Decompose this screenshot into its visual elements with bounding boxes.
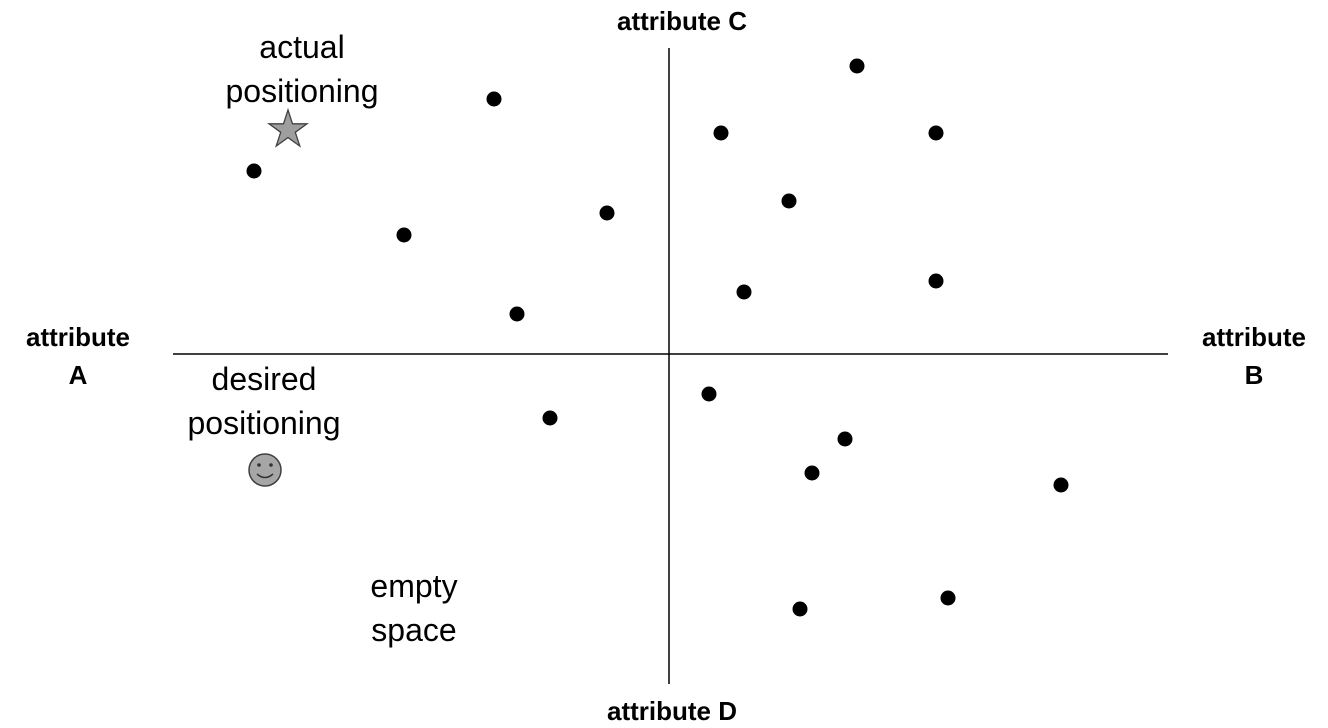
- actual-positioning-label-2: positioning: [226, 73, 379, 109]
- competitor-dot: [1053, 477, 1069, 493]
- competitor-dot: [246, 163, 262, 179]
- competitor-dot: [940, 590, 956, 606]
- axis-label-left-letter: A: [69, 360, 88, 390]
- desired-positioning-label-2: positioning: [188, 405, 341, 441]
- axis-label-left: attribute: [26, 322, 130, 352]
- axis-label-top: attribute C: [617, 6, 747, 36]
- competitor-dot: [701, 386, 717, 402]
- competitor-dot: [849, 58, 865, 74]
- competitor-dot: [509, 306, 525, 322]
- competitor-dot: [542, 410, 558, 426]
- competitor-dot: [736, 284, 752, 300]
- competitor-dot: [804, 465, 820, 481]
- competitor-dots: [246, 58, 1069, 617]
- competitor-dot: [713, 125, 729, 141]
- smiley-face-icon: [248, 453, 282, 487]
- competitor-dot: [928, 273, 944, 289]
- competitor-dot: [781, 193, 797, 209]
- competitor-dot: [396, 227, 412, 243]
- axis-label-bottom: attribute D: [607, 696, 737, 726]
- empty-space-label-2: space: [371, 612, 456, 648]
- competitor-dot: [599, 205, 615, 221]
- competitor-dot: [486, 91, 502, 107]
- axis-label-right-letter: B: [1245, 360, 1264, 390]
- desired-positioning-label: desired: [212, 361, 317, 397]
- competitor-dot: [837, 431, 853, 447]
- competitor-dot: [928, 125, 944, 141]
- competitor-dot: [792, 601, 808, 617]
- axis-label-right: attribute: [1202, 322, 1306, 352]
- actual-positioning-label: actual: [259, 29, 344, 65]
- star-icon: [266, 107, 310, 148]
- empty-space-label: empty: [370, 568, 457, 604]
